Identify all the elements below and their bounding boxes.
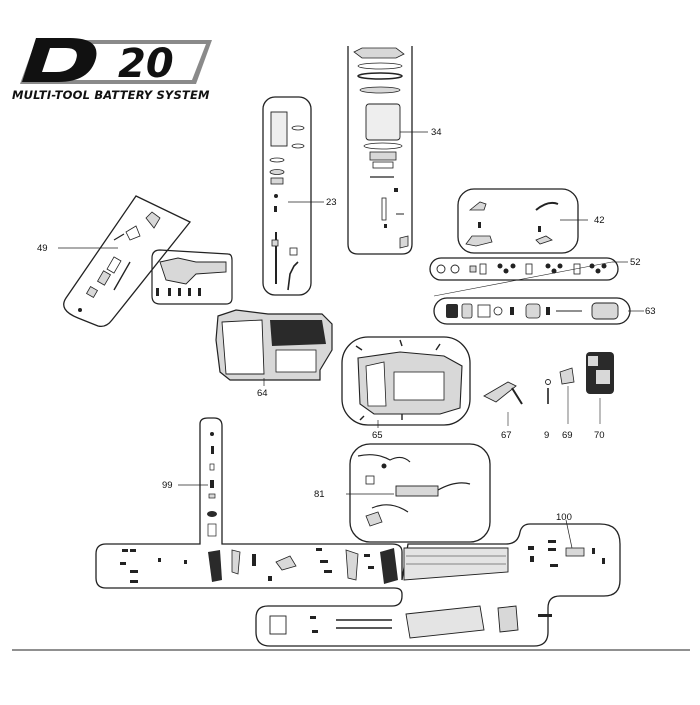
- callout-63: 63: [645, 306, 656, 317]
- callout-65: 65: [372, 430, 383, 441]
- logo-number: 20: [118, 41, 174, 87]
- callout-49: 49: [37, 243, 48, 254]
- panel-81: [346, 443, 491, 543]
- panel-23: [262, 96, 324, 296]
- panel-42: [457, 188, 588, 254]
- callout-70: 70: [594, 430, 605, 441]
- panel-34: [347, 46, 428, 255]
- callout-52: 52: [630, 257, 641, 268]
- callout-34: 34: [431, 127, 442, 138]
- part-64-housing: [215, 309, 333, 386]
- brand-logo: 20: [20, 38, 212, 87]
- callout-100: 100: [556, 512, 572, 523]
- callout-99: 99: [162, 480, 173, 491]
- panel-52: [429, 257, 628, 297]
- part-65-housing: [341, 336, 471, 428]
- callout-64: 64: [257, 388, 268, 399]
- callout-23: 23: [326, 197, 337, 208]
- callout-69: 69: [562, 430, 573, 441]
- part-69: [559, 367, 575, 424]
- callout-81: 81: [314, 489, 325, 500]
- panel-49: [58, 195, 233, 328]
- callout-42: 42: [594, 215, 605, 226]
- logo-letter-d: [22, 38, 97, 82]
- callout-9: 9: [544, 430, 549, 441]
- panel-99-100: [95, 417, 621, 647]
- panel-63: [433, 297, 644, 325]
- part-9: [545, 379, 551, 404]
- callout-67: 67: [501, 430, 512, 441]
- part-70-battery: [586, 352, 614, 424]
- brand-subtitle: MULTI-TOOL BATTERY SYSTEM: [12, 88, 210, 102]
- part-67: [483, 381, 523, 426]
